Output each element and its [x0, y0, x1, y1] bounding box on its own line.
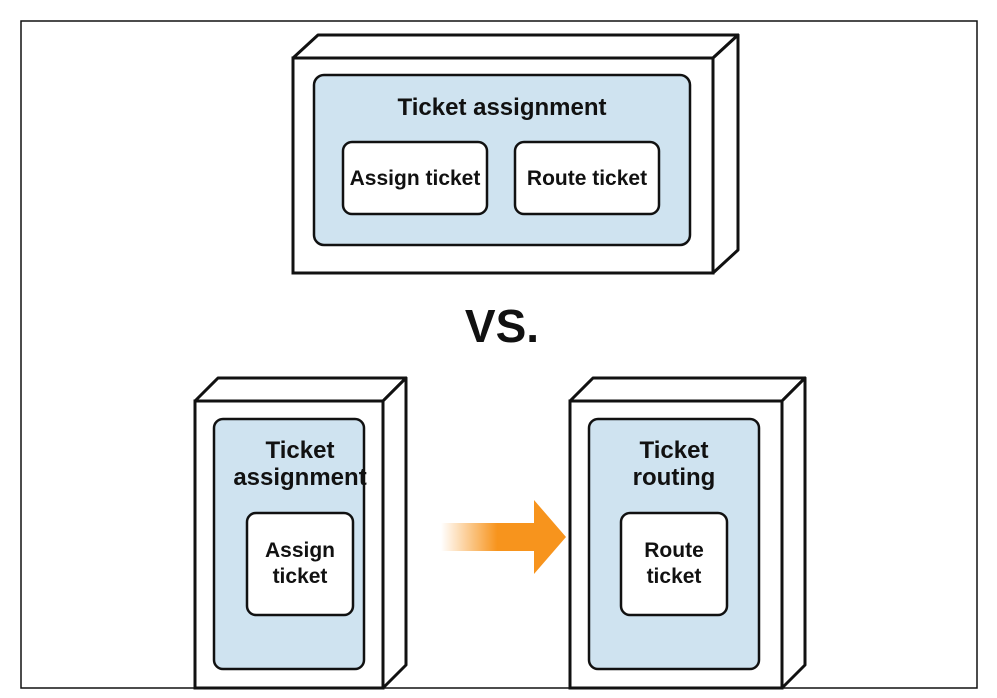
routing-title-line-1: Ticket: [640, 437, 709, 464]
route-ticket-label: Route ticket: [527, 167, 647, 190]
route-ticket-box: [513, 140, 661, 216]
route-ticket-label-line-2: ticket: [647, 565, 702, 588]
assign-ticket-label: Assign ticket: [350, 167, 481, 190]
node-side-face: [780, 376, 807, 690]
node-top-face: [193, 376, 408, 403]
assign-ticket-label-line-1: Assign: [265, 539, 335, 562]
routing-component-node: Ticket routing Route ticket: [568, 376, 807, 690]
top-container-title: Ticket assignment: [398, 94, 607, 121]
assignment-component-node: Ticket assignment Assign ticket: [193, 376, 408, 690]
top-component-node: Ticket assignment Assign ticket Route ti…: [291, 33, 740, 275]
assign-ticket-label-line-2: ticket: [273, 565, 328, 588]
arrow-right-icon: [441, 500, 566, 574]
node-side-face: [711, 33, 740, 275]
node-side-face: [381, 376, 408, 690]
assignment-title-line-2: assignment: [233, 464, 366, 491]
assign-ticket-box: [341, 140, 489, 216]
vs-separator: VS.: [465, 300, 539, 352]
assignment-title-line-1: Ticket: [266, 437, 335, 464]
routing-title-line-2: routing: [633, 464, 716, 491]
node-top-face: [568, 376, 807, 403]
assign-ticket-box: [245, 511, 355, 617]
route-ticket-box: [619, 511, 729, 617]
node-top-face: [291, 33, 740, 60]
route-ticket-label-line-1: Route: [644, 539, 704, 562]
